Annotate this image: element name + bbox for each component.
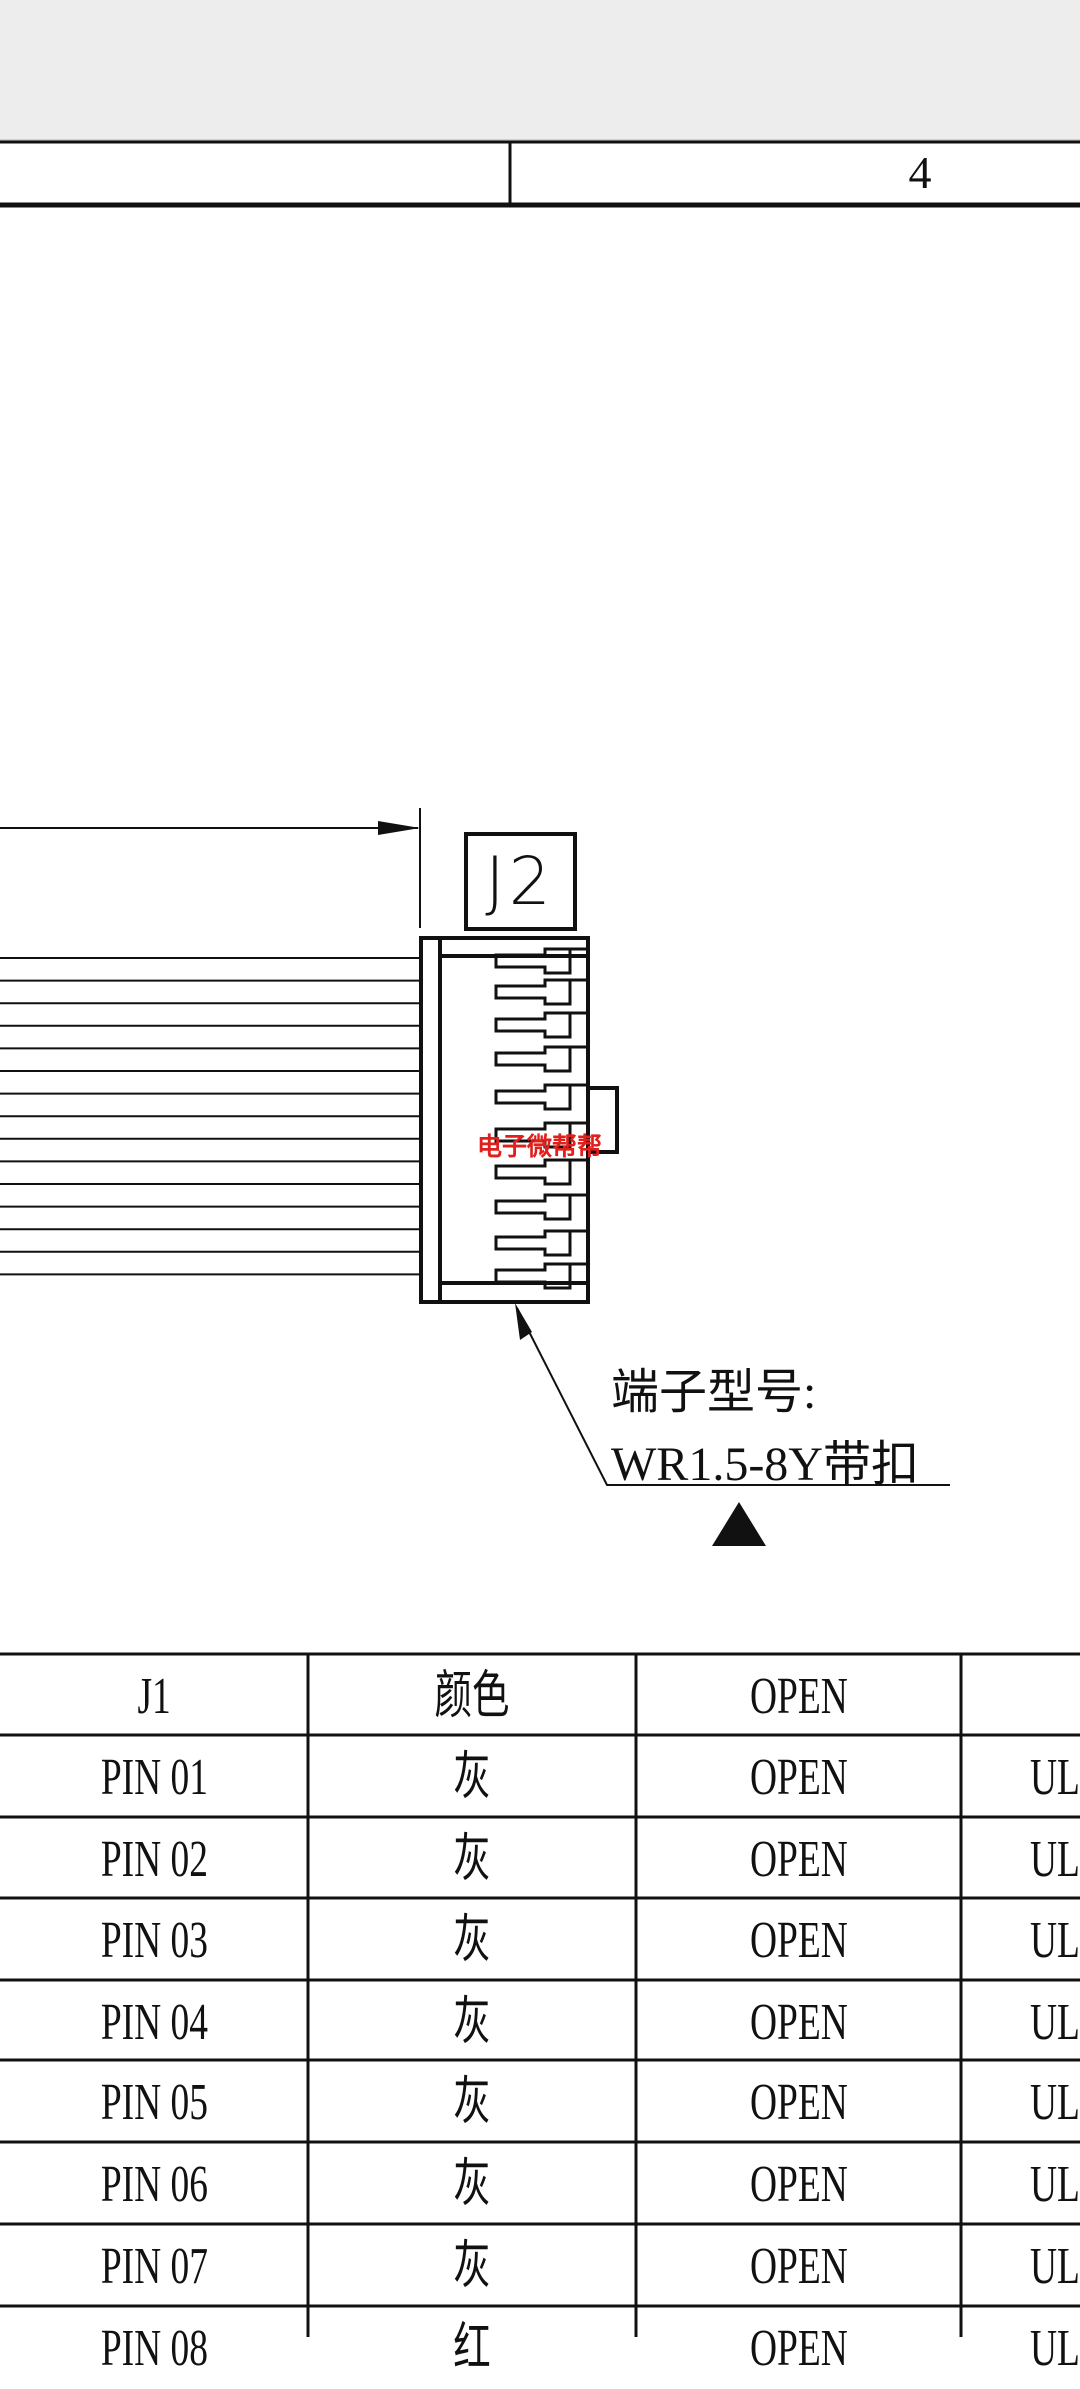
dimension-arrow-icon <box>378 821 420 835</box>
cell-text: 灰 <box>453 2238 491 2295</box>
table-cell: OPEN <box>636 2062 961 2143</box>
table-cell: UL <box>1030 2226 1080 2307</box>
table-cell: UL <box>1030 2062 1080 2143</box>
pin-terminal <box>494 1158 588 1186</box>
cell-text: 颜色 <box>434 1668 510 1725</box>
table-cell: OPEN <box>636 1819 961 1900</box>
pin-terminal <box>494 1011 588 1039</box>
cell-text: 灰 <box>453 1912 491 1969</box>
table-cell: 灰 <box>308 2062 636 2143</box>
viewer-top-bar <box>0 0 1080 141</box>
table-header-cell: 颜色 <box>308 1656 636 1737</box>
cell-text: OPEN <box>749 1994 848 2051</box>
table-cell: PIN 04 <box>0 1982 308 2063</box>
terminal-label: 端子型号: <box>611 1366 817 1419</box>
table-header-cell <box>1030 1656 1080 1737</box>
cell-text: PIN 04 <box>100 1994 208 2051</box>
j2-label-box <box>464 832 577 931</box>
connector-body <box>419 936 590 1304</box>
cell-text: 灰 <box>453 1831 491 1888</box>
table-cell: UL <box>1030 2308 1080 2389</box>
table-cell: 灰 <box>308 1900 636 1981</box>
watermark: 电子微帮帮 <box>477 1132 603 1161</box>
cell-text: UL <box>1030 2320 1080 2377</box>
cell-text: OPEN <box>749 1749 848 1806</box>
table-cell: PIN 01 <box>0 1737 308 1818</box>
pin-terminal <box>494 947 588 975</box>
cell-text: OPEN <box>749 1668 848 1725</box>
cell-text: UL <box>1030 2238 1080 2295</box>
connector-label: J2 <box>485 843 555 920</box>
cell-text: J1 <box>137 1668 171 1725</box>
pin-terminal <box>494 1229 588 1257</box>
cell-text: OPEN <box>749 2156 848 2213</box>
cell-text: UL <box>1030 2156 1080 2213</box>
cell-text: UL <box>1030 1994 1080 2051</box>
cell-text: PIN 06 <box>100 2156 208 2213</box>
cell-text: UL <box>1030 1912 1080 1969</box>
cell-text: PIN 02 <box>100 1831 208 1888</box>
cell-text: 红 <box>453 2320 491 2377</box>
table-cell: 灰 <box>308 1982 636 2063</box>
table-cell: PIN 08 <box>0 2308 308 2389</box>
table-cell: UL <box>1030 1737 1080 1818</box>
leader-arrow-icon <box>515 1303 532 1340</box>
table-cell: OPEN <box>636 1737 961 1818</box>
cell-text: 灰 <box>453 2156 491 2213</box>
pin-terminal <box>494 1121 588 1149</box>
engineering-drawing <box>0 140 1080 2337</box>
sheet-number: 4 <box>908 147 932 198</box>
cell-text: PIN 07 <box>100 2238 208 2295</box>
table-cell: PIN 05 <box>0 2062 308 2143</box>
table-cell: OPEN <box>636 2144 961 2225</box>
cell-text: UL <box>1030 2074 1080 2131</box>
table-cell: UL <box>1030 2144 1080 2225</box>
connector-latch <box>586 1086 619 1154</box>
table-cell: PIN 06 <box>0 2144 308 2225</box>
table-cell: 灰 <box>308 1819 636 1900</box>
cell-text: OPEN <box>749 2320 848 2377</box>
table-cell: 灰 <box>308 2144 636 2225</box>
table-cell: OPEN <box>636 1900 961 1981</box>
cell-text: OPEN <box>749 2074 848 2131</box>
connector-pins <box>494 947 588 1290</box>
table-header-cell: J1 <box>0 1656 308 1737</box>
table-cell: UL <box>1030 1982 1080 2063</box>
table-cell: 灰 <box>308 2226 636 2307</box>
cell-text: PIN 08 <box>100 2320 208 2377</box>
cell-text: 灰 <box>453 1994 491 2051</box>
pin-terminal <box>494 978 588 1006</box>
pin-terminal <box>494 1193 588 1221</box>
table-cell: OPEN <box>636 2308 961 2389</box>
pin-terminal <box>494 1045 588 1073</box>
table-header-cell: OPEN <box>636 1656 961 1737</box>
cell-text: 灰 <box>453 1749 491 1806</box>
table-cell: OPEN <box>636 2226 961 2307</box>
cell-text: PIN 01 <box>100 1749 208 1806</box>
table-cell: PIN 03 <box>0 1900 308 1981</box>
cell-text: PIN 03 <box>100 1912 208 1969</box>
table-cell: PIN 02 <box>0 1819 308 1900</box>
cell-text: OPEN <box>749 1831 848 1888</box>
table-cell: 灰 <box>308 1737 636 1818</box>
cell-text: OPEN <box>749 1912 848 1969</box>
table-cell: PIN 07 <box>0 2226 308 2307</box>
cell-text: UL <box>1030 1831 1080 1888</box>
cell-text: PIN 05 <box>100 2074 208 2131</box>
revision-triangle-icon <box>712 1502 766 1546</box>
cell-text: 灰 <box>453 2074 491 2131</box>
table-cell: UL <box>1030 1900 1080 1981</box>
wire-bundle <box>0 957 421 1276</box>
table-cell: UL <box>1030 1819 1080 1900</box>
cell-text: UL <box>1030 1749 1080 1806</box>
table-cell: 红 <box>308 2308 636 2389</box>
terminal-model: WR1.5-8Y带扣 <box>611 1438 919 1491</box>
pin-terminal <box>494 1083 588 1111</box>
leader-line <box>516 1307 950 1486</box>
pin-table-grid <box>0 1652 1080 2337</box>
cell-text: OPEN <box>749 2238 848 2295</box>
pin-terminal <box>494 1262 588 1290</box>
table-cell: OPEN <box>636 1982 961 2063</box>
